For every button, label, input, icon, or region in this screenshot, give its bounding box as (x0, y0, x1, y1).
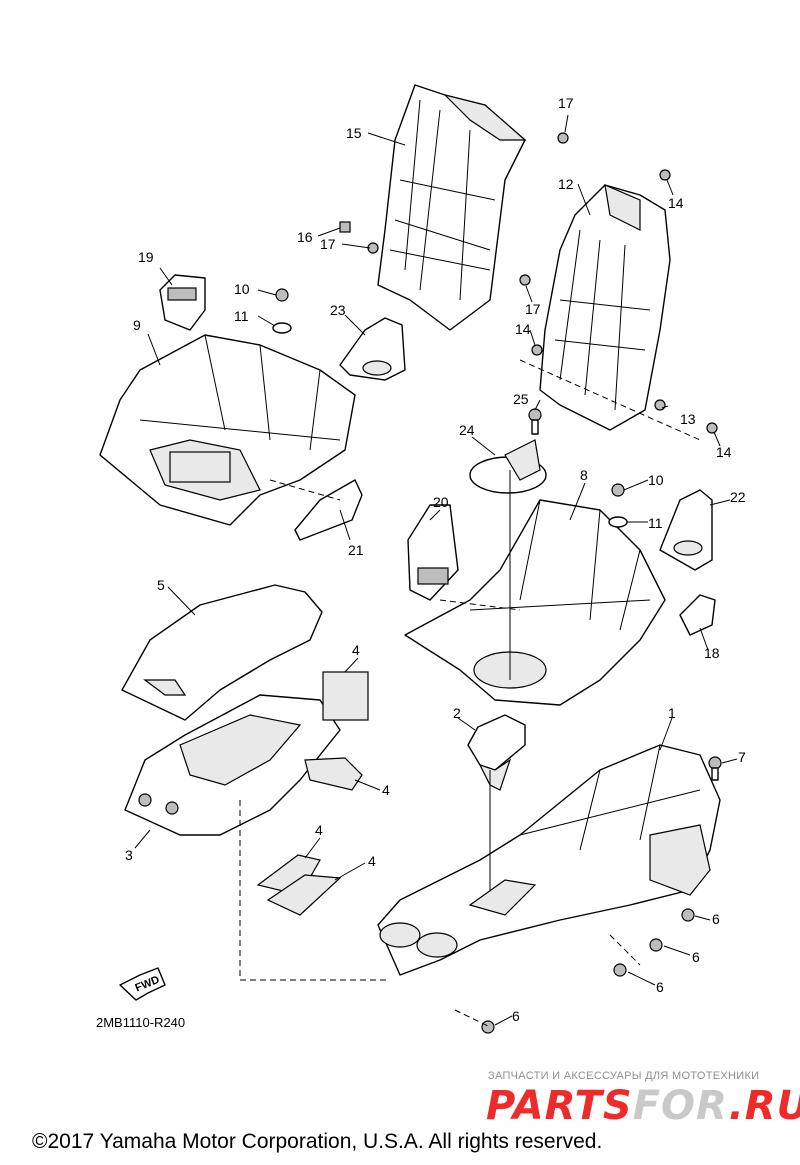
callout-6: 6 (656, 979, 664, 995)
callout-17: 17 (320, 236, 336, 252)
callout-3: 3 (125, 847, 133, 863)
callout-6: 6 (692, 949, 700, 965)
watermark-brand-right: .RU (728, 1083, 800, 1129)
diagram-reference-code: 2MB1110-R240 (96, 1015, 186, 1030)
callout-25: 25 (513, 391, 529, 407)
part-23-bracket (339, 317, 406, 381)
callout-22: 22 (730, 489, 746, 505)
copyright-footer: ©2017 Yamaha Motor Corporation, U.S.A. A… (32, 1130, 603, 1153)
watermark-brand-left: PARTS (486, 1083, 633, 1129)
callout-19: 19 (138, 249, 154, 265)
part-20-bracket (407, 504, 459, 601)
part-21-bracket (294, 479, 363, 541)
callout-6: 6 (512, 1008, 520, 1024)
callout-21: 21 (348, 542, 364, 558)
part-25-screw (528, 408, 542, 435)
part-12-side-panel (539, 184, 671, 431)
part-7-screw (708, 756, 722, 781)
callout-4: 4 (368, 853, 376, 869)
callout-14: 14 (515, 321, 531, 337)
callout-5: 5 (157, 577, 165, 593)
callout-17: 17 (525, 301, 541, 317)
callout-6: 6 (712, 911, 720, 927)
part-4-pads (256, 671, 369, 916)
callout-1: 1 (668, 705, 676, 721)
watermark-tagline: ЗАПЧАСТИ И АКСЕССУАРЫ ДЛЯ МОТОТЕХНИКИ (488, 1070, 760, 1082)
callout-11: 11 (648, 515, 663, 531)
callout-14: 14 (668, 195, 684, 211)
callout-9: 9 (133, 317, 141, 333)
callout-4: 4 (352, 642, 360, 658)
part-18-clip (679, 594, 716, 636)
part-24-plate (469, 439, 547, 494)
watermark-brand-mid: FOR (632, 1083, 729, 1129)
callout-7: 7 (738, 749, 746, 765)
callout-17: 17 (558, 95, 574, 111)
callout-15: 15 (346, 125, 362, 141)
part-2-shift-knob (467, 714, 526, 791)
callout-2: 2 (453, 705, 461, 721)
callout-13: 13 (680, 411, 696, 427)
callout-11: 11 (234, 308, 249, 324)
callout-numbers: 15 17 12 14 16 17 19 10 11 17 23 9 14 25… (125, 95, 746, 1024)
callout-20: 20 (433, 494, 449, 510)
callout-10: 10 (234, 281, 250, 297)
callout-23: 23 (330, 302, 346, 318)
leader-lines (134, 114, 738, 1026)
callout-16: 16 (297, 229, 313, 245)
part-3-storage-box (124, 694, 341, 836)
part-1-center-console (377, 744, 721, 976)
callout-12: 12 (558, 176, 574, 192)
watermark-logo: PARTSFOR.RU (486, 1083, 800, 1129)
part-22-bracket (659, 489, 713, 571)
callout-24: 24 (459, 422, 475, 438)
assembly-lines (239, 359, 701, 1028)
fwd-arrow-icon: FWD (119, 967, 166, 1001)
part-9-floor-tray (99, 334, 356, 526)
callout-4: 4 (382, 782, 390, 798)
callout-14: 14 (716, 444, 732, 460)
part-5-lid (121, 584, 323, 721)
callout-10: 10 (648, 472, 664, 488)
part-19-bracket (159, 274, 206, 331)
part-15-rear-panel (377, 84, 527, 331)
callout-4: 4 (315, 822, 323, 838)
part-6-clips (481, 908, 695, 1034)
callout-18: 18 (704, 645, 720, 661)
callout-8: 8 (580, 467, 588, 483)
